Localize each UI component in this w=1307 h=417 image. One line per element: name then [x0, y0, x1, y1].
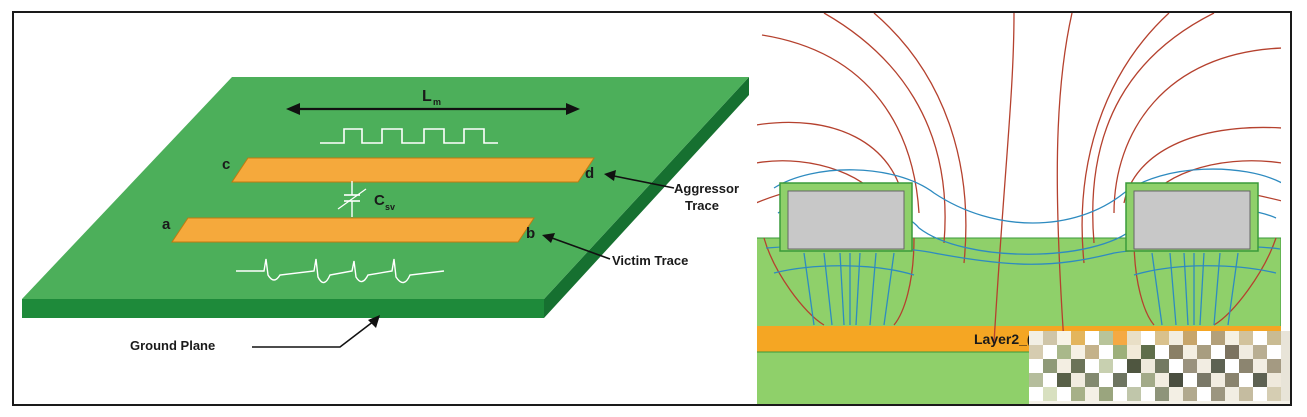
crosstalk-diagram: L m c d C sv a b Aggressor Trace Victim …	[22, 77, 749, 353]
board-side-edge	[544, 77, 749, 318]
left-conductor	[787, 190, 905, 250]
aggressor-square-wave	[320, 128, 498, 144]
length-label: L	[422, 88, 432, 105]
length-subscript: m	[433, 97, 441, 107]
victim-pointer-head	[542, 233, 555, 243]
right-conductor-pad	[1125, 182, 1259, 252]
victim-label: Victim Trace	[612, 253, 688, 268]
figure-frame: L m c d C sv a b Aggressor Trace Victim …	[12, 11, 1292, 406]
left-conductor-pad	[779, 182, 913, 252]
node-a-label: a	[162, 216, 171, 233]
electric-field-lines	[756, 13, 1281, 344]
right-conductor	[1133, 190, 1251, 250]
ground-pointer	[252, 320, 375, 348]
capacitance-label: C	[374, 192, 385, 209]
victim-pointer	[551, 237, 611, 260]
board-front-edge	[22, 299, 544, 318]
length-arrow-left-head	[286, 103, 300, 115]
capacitor-variable-arrow	[337, 188, 367, 210]
aggressor-pointer	[613, 175, 675, 189]
victim-crosstalk-wave	[236, 258, 445, 284]
pixelation-mosaic	[1029, 331, 1290, 404]
victim-trace	[171, 217, 535, 243]
ground-pointer-head	[368, 315, 380, 328]
aggressor-label-line2: Trace	[685, 198, 719, 213]
aggressor-trace	[231, 157, 595, 183]
node-c-label: c	[222, 156, 230, 173]
dielectric-upper	[756, 237, 1281, 339]
pixelated-region	[1029, 331, 1290, 404]
layer-label: Layer2_(	[974, 331, 1032, 347]
node-b-label: b	[526, 225, 535, 242]
aggressor-label-line1: Aggressor	[674, 181, 739, 196]
length-arrow-right-head	[566, 103, 580, 115]
aggressor-pointer-head	[604, 170, 616, 181]
equipotential-lines	[765, 168, 1281, 326]
node-d-label: d	[585, 165, 594, 182]
ground-label: Ground Plane	[130, 338, 215, 353]
capacitance-subscript: sv	[385, 202, 395, 212]
